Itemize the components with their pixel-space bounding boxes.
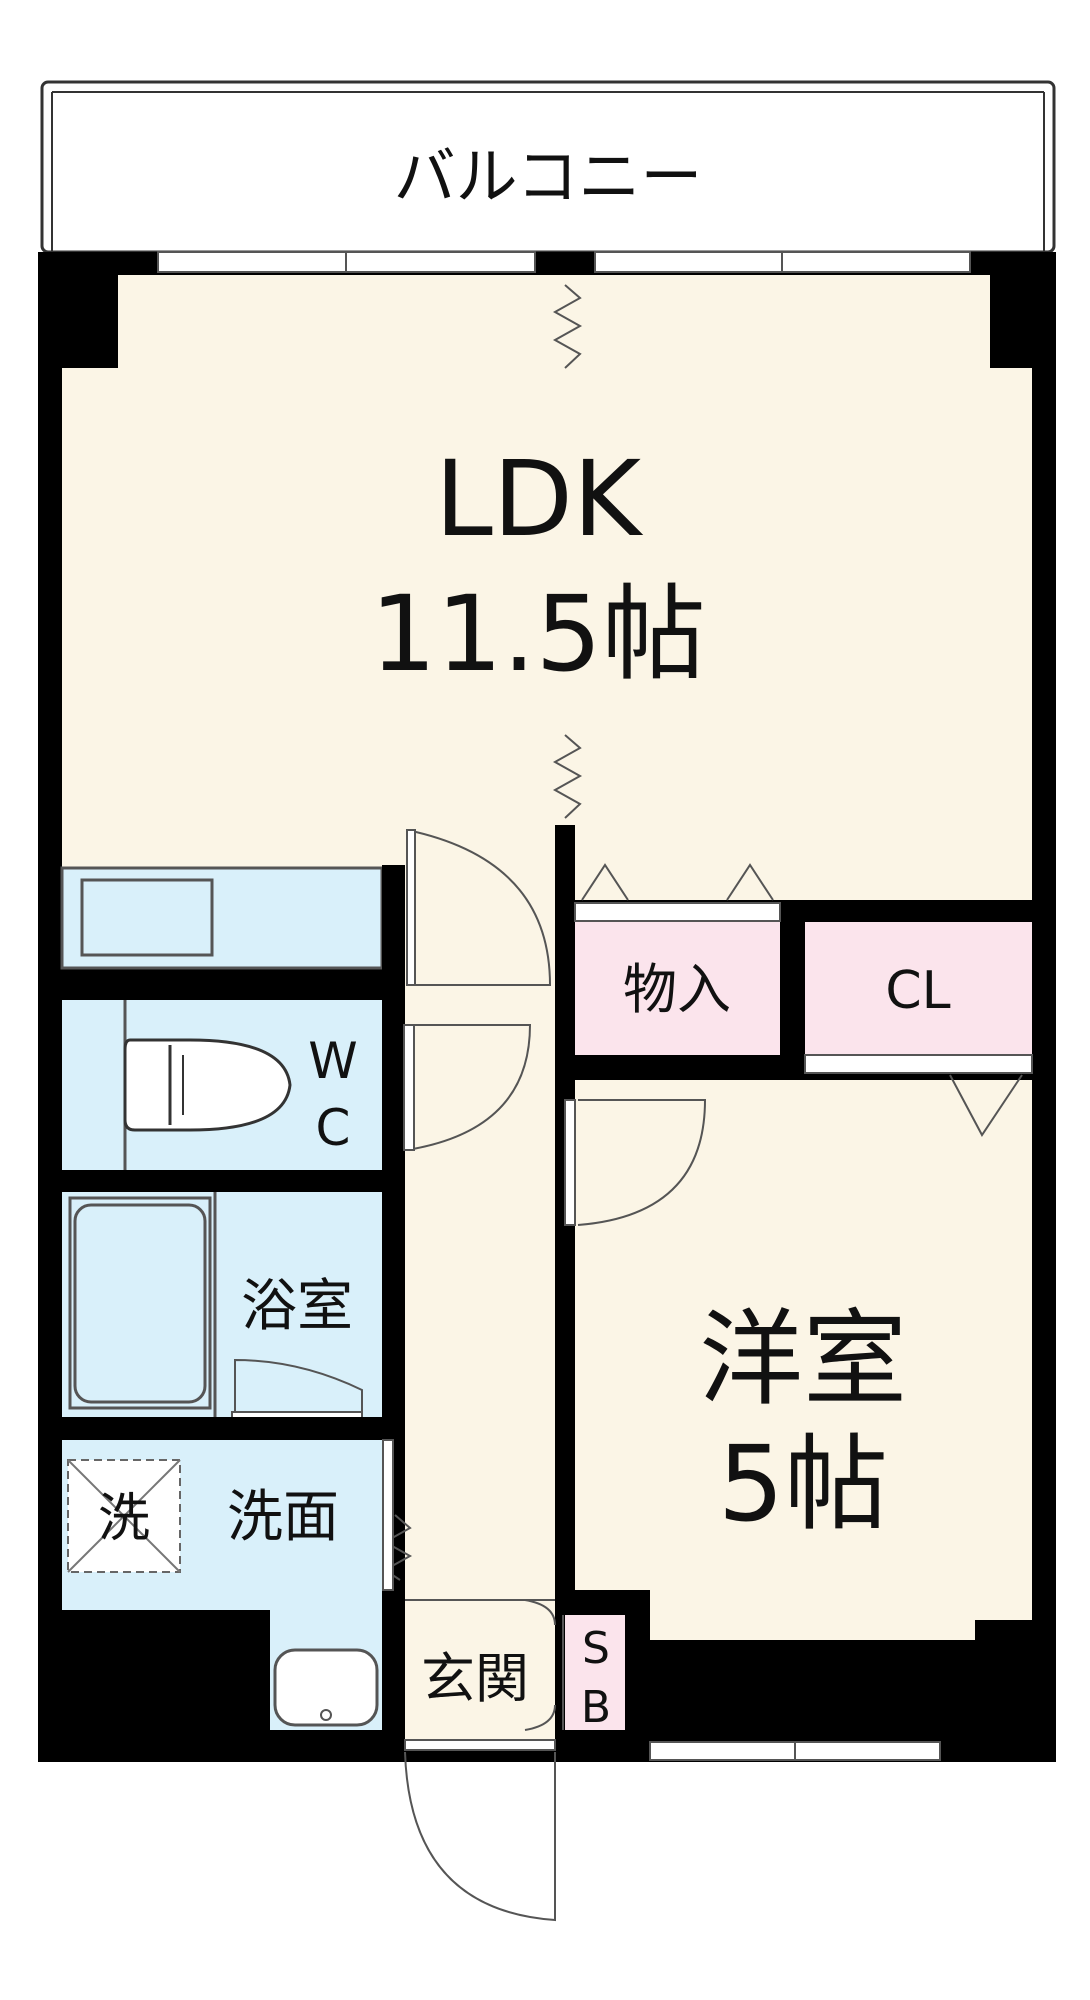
wall-wc-top: [62, 972, 382, 1000]
wc-label-c: C: [316, 1099, 351, 1157]
washroom-label: 洗面: [227, 1485, 339, 1550]
bath-label: 浴室: [241, 1274, 353, 1339]
door-wc: [406, 1024, 532, 1151]
wall-bath-bottom: [62, 1417, 382, 1440]
toilet-icon: [123, 1038, 292, 1132]
wc-label-w: W: [308, 1032, 357, 1090]
wall-storage-mid: [780, 900, 805, 1080]
shoe-box-label-s: S: [582, 1623, 610, 1674]
closet-label: CL: [885, 961, 950, 1021]
kitchen-sink: [80, 878, 214, 957]
corner-column: [975, 1620, 1032, 1742]
kitchen-counter: [60, 866, 384, 970]
entrance-door: [404, 1739, 556, 1751]
wash-basin: [273, 1648, 379, 1727]
shoe-box: [565, 1615, 625, 1730]
washer-label: 洗: [98, 1489, 150, 1549]
door-western-room: [577, 1099, 707, 1226]
corridor-floor: [405, 980, 555, 1600]
ldk-size: 11.5帖: [370, 573, 706, 695]
ldk-name: LDK: [435, 438, 644, 560]
zigzag-mid: [552, 734, 583, 819]
balcony-label: バルコニー: [394, 140, 703, 213]
zigzag-top: [552, 284, 583, 369]
wall-storage-bottom: [555, 1055, 780, 1080]
wall-wc-bottom: [62, 1170, 382, 1192]
storage-label: 物入: [623, 958, 731, 1021]
storage-closet: [575, 922, 780, 1055]
bath-door: [234, 1358, 363, 1417]
western-room-name: 洋室: [699, 1298, 907, 1420]
closet: [805, 922, 1032, 1055]
entrance-door-swing: [404, 1751, 556, 1922]
entrance-label: 玄関: [421, 1647, 529, 1710]
entrance-floor: [405, 1600, 555, 1740]
shoe-box-label-b: B: [581, 1682, 611, 1733]
wall-kitchen-side: [382, 865, 405, 1740]
western-room-floor: [575, 1080, 1032, 1640]
ldk-floor-fill: [62, 275, 1032, 1670]
western-room-size: 5帖: [718, 1423, 888, 1545]
door-ldk: [406, 829, 552, 986]
ldk-floor: [62, 275, 118, 368]
bathtub: [68, 1196, 212, 1410]
